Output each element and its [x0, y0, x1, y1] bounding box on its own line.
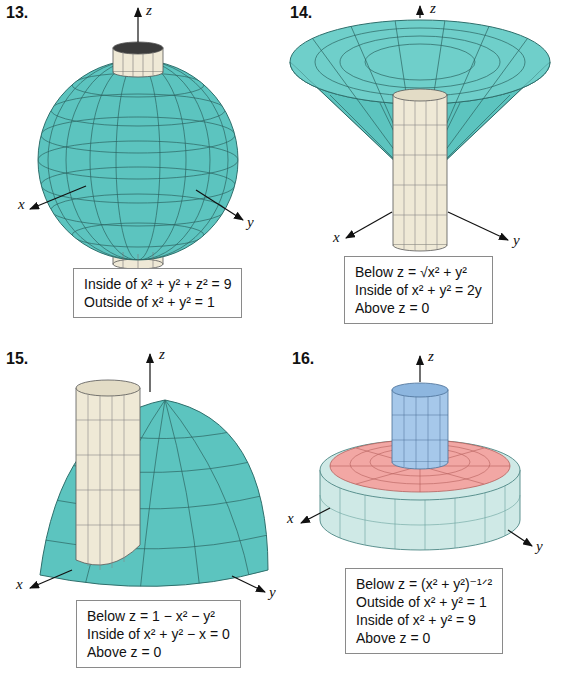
caption-line: Above z = 0 [355, 299, 482, 317]
axis-label: y [536, 538, 543, 555]
caption-line: Above z = 0 [87, 643, 230, 661]
axis-label: z [146, 2, 152, 19]
caption-line: Below z = 1 − x² − y² [87, 607, 230, 625]
caption-line: Inside of x² + y² = 9 [356, 611, 492, 629]
caption-line: Outside of x² + y² = 1 [84, 293, 231, 311]
caption-line: Above z = 0 [356, 629, 492, 647]
axis-label: x [16, 576, 23, 593]
axis-label: y [513, 232, 520, 249]
caption-box: Inside of x² + y² + z² = 9Outside of x² … [73, 268, 242, 318]
paraboloid-figure [30, 354, 268, 592]
caption-box: Below z = (x² + y²)⁻¹ᐟ²Outside of x² + y… [345, 568, 503, 654]
caption-line: Inside of x² + y² = 2y [355, 281, 482, 299]
solid-figure [301, 356, 532, 550]
caption-line: Inside of x² + y² + z² = 9 [84, 275, 231, 293]
caption-line: Below z = √x² + y² [355, 263, 482, 281]
caption-line: Inside of x² + y² − x = 0 [87, 625, 230, 643]
axis-label: y [247, 214, 254, 231]
axis-label: z [430, 0, 436, 17]
caption-box: Below z = √x² + y²Inside of x² + y² = 2y… [344, 256, 493, 324]
caption-line: Outside of x² + y² = 1 [356, 593, 492, 611]
exercise-number: 16. [292, 350, 314, 368]
exercise-number: 13. [6, 4, 28, 22]
exercise-number: 15. [6, 350, 28, 368]
axis-label: y [269, 584, 276, 601]
axis-label: z [159, 346, 165, 363]
axis-label: x [333, 229, 340, 246]
cone-figure [290, 6, 550, 251]
sphere-figure [30, 8, 243, 269]
caption-line: Below z = (x² + y²)⁻¹ᐟ² [356, 575, 492, 593]
axis-label: x [287, 510, 294, 527]
axis-label: z [428, 348, 434, 365]
axis-label: x [18, 196, 25, 213]
caption-box: Below z = 1 − x² − y²Inside of x² + y² −… [76, 600, 241, 668]
exercise-number: 14. [290, 4, 312, 22]
